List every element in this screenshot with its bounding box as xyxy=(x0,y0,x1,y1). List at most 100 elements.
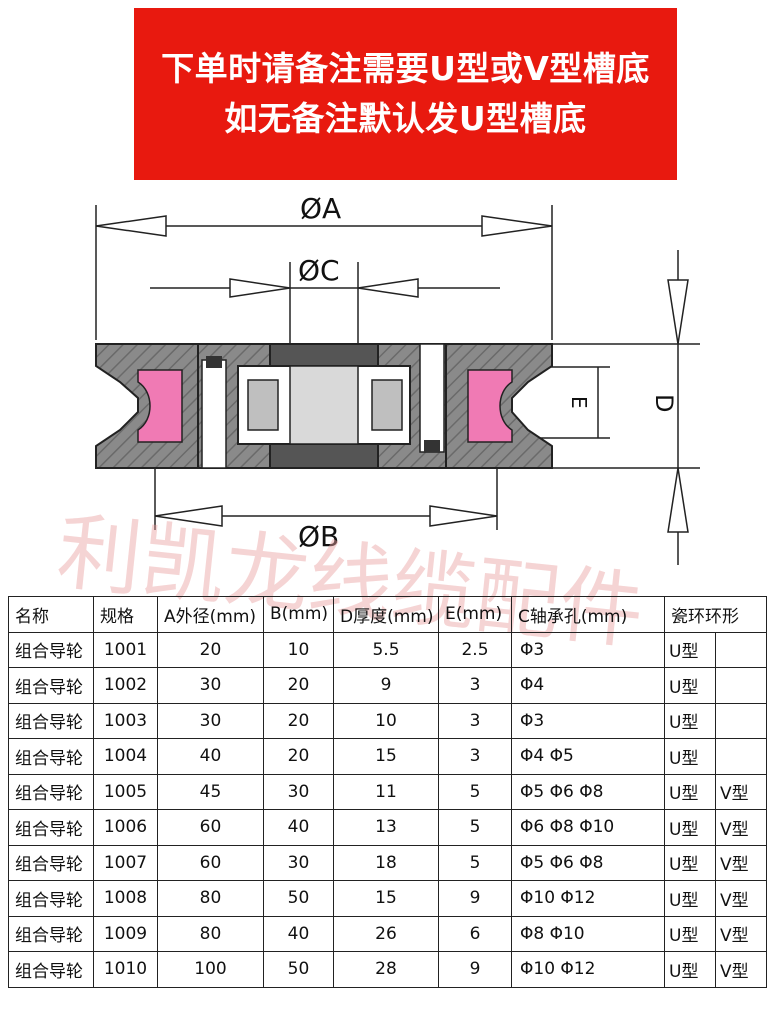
cell-thickness: 13 xyxy=(333,809,439,846)
notice-line-2: 如无备注默认发U型槽底 xyxy=(224,99,587,138)
cell-b: 50 xyxy=(263,880,334,917)
notice-banner: 下单时请备注需要U型或V型槽底 如无备注默认发U型槽底 xyxy=(134,8,677,180)
cell-outer-diameter: 30 xyxy=(157,702,264,739)
table-header-row: 名称 规格 A外径(mm) B(mm) D厚度(mm) E(mm) C轴承孔(m… xyxy=(8,596,767,633)
cell-thickness: 5.5 xyxy=(333,631,439,668)
cell-thickness: 28 xyxy=(333,951,439,988)
cell-name: 组合导轮 xyxy=(8,880,94,917)
cell-bearing-bore: Φ10 Φ12 xyxy=(511,880,665,917)
cell-name: 组合导轮 xyxy=(8,951,94,988)
cell-spec: 1008 xyxy=(93,880,158,917)
cell-v-type xyxy=(715,702,767,739)
guide-wheel-cross-section-drawing: ØA ØC ØB D E xyxy=(95,192,700,565)
cell-b: 20 xyxy=(263,667,334,704)
cell-thickness: 15 xyxy=(333,880,439,917)
cell-b: 40 xyxy=(263,915,334,952)
cell-spec: 1003 xyxy=(93,702,158,739)
cell-outer-diameter: 60 xyxy=(157,844,264,881)
cell-bearing-bore: Φ4 xyxy=(511,667,665,704)
header-spec: 规格 xyxy=(93,596,158,633)
header-ring-shape: 瓷环环形 xyxy=(664,596,767,633)
dim-c-label: ØC xyxy=(298,254,340,287)
cell-e: 5 xyxy=(438,809,512,846)
header-name: 名称 xyxy=(8,596,94,633)
cell-e: 5 xyxy=(438,773,512,810)
cell-spec: 1006 xyxy=(93,809,158,846)
cell-thickness: 10 xyxy=(333,702,439,739)
cell-name: 组合导轮 xyxy=(8,738,94,775)
cell-outer-diameter: 80 xyxy=(157,880,264,917)
cell-u-type: U型 xyxy=(664,667,716,704)
cell-v-type: V型 xyxy=(715,844,767,881)
cell-v-type xyxy=(715,667,767,704)
spec-table: 名称 规格 A外径(mm) B(mm) D厚度(mm) E(mm) C轴承孔(m… xyxy=(8,596,767,988)
cell-v-type: V型 xyxy=(715,809,767,846)
cell-b: 50 xyxy=(263,951,334,988)
header-outer-diameter: A外径(mm) xyxy=(157,596,264,633)
cell-v-type: V型 xyxy=(715,880,767,917)
cell-bearing-bore: Φ4 Φ5 xyxy=(511,738,665,775)
cell-u-type: U型 xyxy=(664,702,716,739)
header-bearing-bore: C轴承孔(mm) xyxy=(511,596,665,633)
cell-name: 组合导轮 xyxy=(8,773,94,810)
dim-b-label: ØB xyxy=(298,520,339,553)
cell-v-type: V型 xyxy=(715,951,767,988)
cell-v-type: V型 xyxy=(715,773,767,810)
header-thickness: D厚度(mm) xyxy=(333,596,439,633)
cell-name: 组合导轮 xyxy=(8,915,94,952)
cell-thickness: 15 xyxy=(333,738,439,775)
cell-e: 5 xyxy=(438,844,512,881)
cell-outer-diameter: 100 xyxy=(157,951,264,988)
cell-bearing-bore: Φ5 Φ6 Φ8 xyxy=(511,773,665,810)
cell-spec: 1007 xyxy=(93,844,158,881)
cell-b: 30 xyxy=(263,773,334,810)
cell-u-type: U型 xyxy=(664,738,716,775)
cell-name: 组合导轮 xyxy=(8,631,94,668)
notice-line-1: 下单时请备注需要U型或V型槽底 xyxy=(161,49,650,88)
cell-e: 9 xyxy=(438,880,512,917)
cell-thickness: 26 xyxy=(333,915,439,952)
cell-thickness: 9 xyxy=(333,667,439,704)
cell-u-type: U型 xyxy=(664,809,716,846)
cell-spec: 1004 xyxy=(93,738,158,775)
cell-outer-diameter: 30 xyxy=(157,667,264,704)
cell-u-type: U型 xyxy=(664,880,716,917)
cell-thickness: 11 xyxy=(333,773,439,810)
cell-outer-diameter: 20 xyxy=(157,631,264,668)
cell-e: 3 xyxy=(438,738,512,775)
cell-bearing-bore: Φ3 xyxy=(511,631,665,668)
cell-bearing-bore: Φ6 Φ8 Φ10 xyxy=(511,809,665,846)
cell-thickness: 18 xyxy=(333,844,439,881)
cell-u-type: U型 xyxy=(664,631,716,668)
header-e: E(mm) xyxy=(438,596,512,633)
cell-outer-diameter: 45 xyxy=(157,773,264,810)
cell-name: 组合导轮 xyxy=(8,809,94,846)
cell-spec: 1010 xyxy=(93,951,158,988)
cell-name: 组合导轮 xyxy=(8,667,94,704)
cell-b: 20 xyxy=(263,738,334,775)
cell-b: 40 xyxy=(263,809,334,846)
cell-e: 9 xyxy=(438,951,512,988)
header-b: B(mm) xyxy=(263,596,334,633)
cell-spec: 1009 xyxy=(93,915,158,952)
cell-v-type xyxy=(715,738,767,775)
cell-e: 3 xyxy=(438,702,512,739)
dim-a-label: ØA xyxy=(300,192,341,225)
dim-e-label: E xyxy=(567,396,591,409)
cell-spec: 1001 xyxy=(93,631,158,668)
cell-u-type: U型 xyxy=(664,915,716,952)
cell-u-type: U型 xyxy=(664,773,716,810)
cell-bearing-bore: Φ8 Φ10 xyxy=(511,915,665,952)
cell-spec: 1005 xyxy=(93,773,158,810)
cell-b: 30 xyxy=(263,844,334,881)
cell-name: 组合导轮 xyxy=(8,702,94,739)
cell-u-type: U型 xyxy=(664,951,716,988)
